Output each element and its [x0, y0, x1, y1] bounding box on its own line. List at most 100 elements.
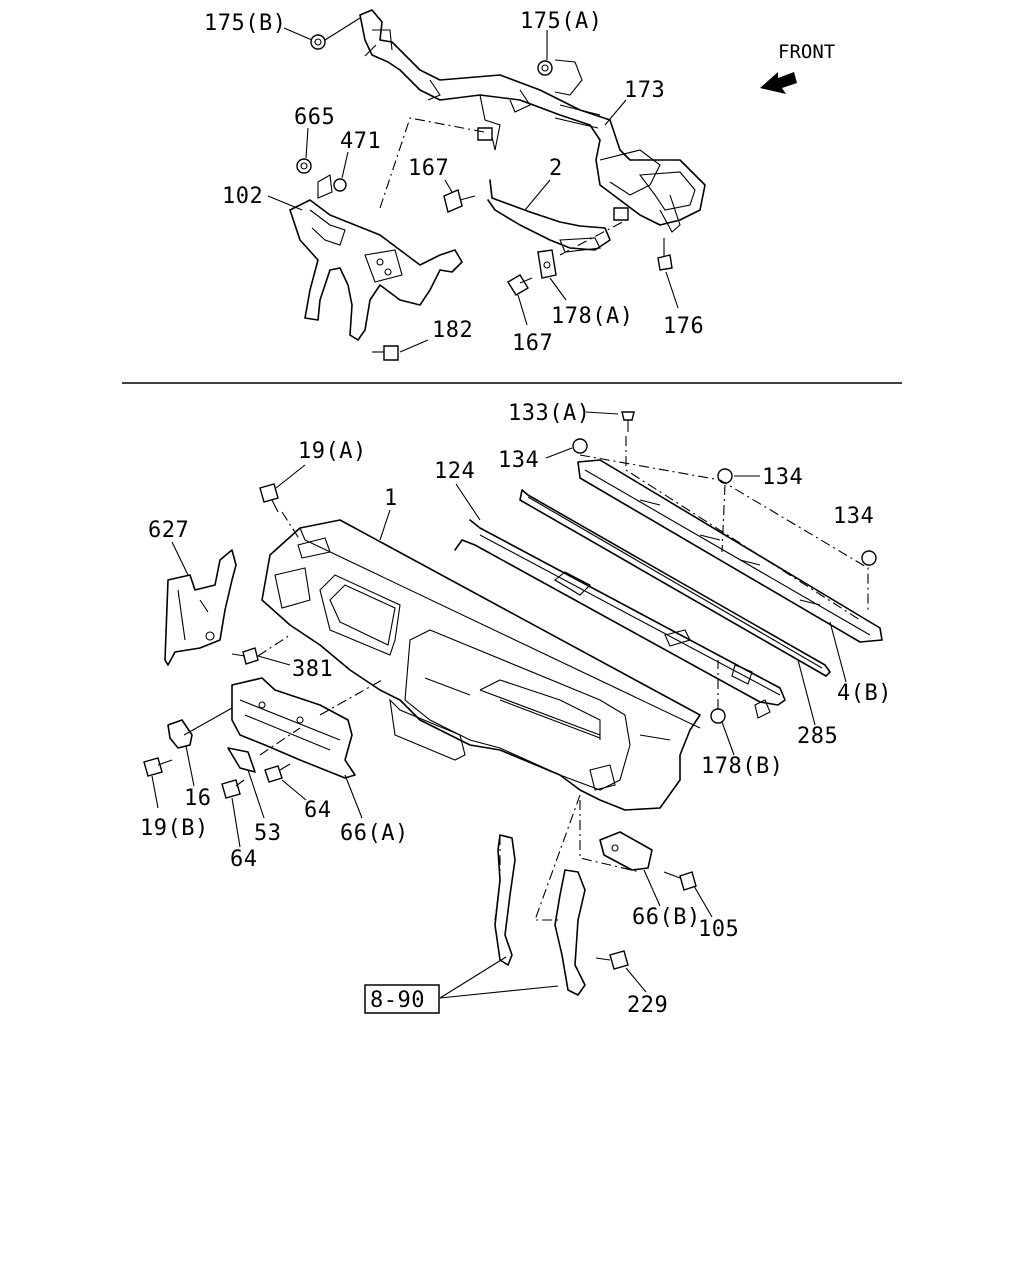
- callout-173: 173: [624, 78, 665, 103]
- lower-bracket-102: [289, 174, 463, 341]
- callout-167-lower: 167: [512, 331, 553, 356]
- garnish-285: [519, 489, 831, 677]
- reference-box: [364, 984, 440, 1014]
- bolt-167-lower: [507, 274, 533, 296]
- callout-471: 471: [340, 129, 381, 154]
- leader-16: [185, 745, 195, 787]
- dash-133a: [625, 436, 861, 621]
- leader-4b: [829, 621, 847, 683]
- stays-8-90: [494, 834, 586, 996]
- callout-182: 182: [432, 318, 473, 343]
- callout-64-left: 64: [230, 847, 258, 872]
- callout-175a: 175(A): [520, 9, 602, 34]
- leader-182: [399, 339, 429, 353]
- right-brace-66b: [599, 831, 653, 871]
- leader-471: [341, 151, 349, 179]
- bolt-upper-right: [613, 207, 629, 221]
- leader-167b: [517, 294, 528, 326]
- bolt-105: [663, 871, 697, 891]
- leader-627: [171, 541, 189, 576]
- callout-2: 2: [549, 156, 563, 181]
- leader-66a: [344, 774, 363, 819]
- bolt-64-left: [221, 779, 245, 799]
- nut-134-mid: [717, 468, 733, 484]
- lower-bracket-66a: [231, 677, 356, 779]
- bracket-2: [487, 179, 611, 253]
- leader-19a: [275, 464, 306, 489]
- dash-stay-left: [494, 835, 501, 921]
- leader-1: [379, 509, 391, 541]
- callout-66a: 66(A): [340, 821, 409, 846]
- steering-support-beam-173: [359, 9, 706, 233]
- callout-178b: 178(B): [701, 754, 783, 779]
- callout-381: 381: [292, 657, 333, 682]
- dash-134: [579, 454, 869, 610]
- callout-134-mid: 134: [762, 465, 803, 490]
- reference-label: 8-90: [370, 988, 425, 1013]
- bolt-176: [657, 238, 673, 271]
- callout-64-right: 64: [304, 798, 332, 823]
- dash-upper-right: [559, 217, 631, 256]
- callout-66b: 66(B): [632, 905, 701, 930]
- callout-134-left: 134: [498, 448, 539, 473]
- dash-stay-right: [534, 794, 581, 921]
- front-arrow-icon: [760, 72, 797, 94]
- defroster-nozzle-124: [454, 519, 786, 719]
- leader-665: [305, 127, 309, 159]
- dash-471: [379, 117, 485, 209]
- dash-19a: [281, 511, 301, 541]
- nut-134-left: [572, 438, 588, 454]
- bolt-19a: [259, 483, 279, 513]
- callout-1: 1: [384, 486, 398, 511]
- defroster-garnish-4b: [577, 459, 883, 643]
- instrument-panel-1: [261, 519, 701, 811]
- leader-19b: [151, 775, 159, 809]
- bolt-229: [595, 950, 629, 970]
- callout-16: 16: [184, 786, 212, 811]
- callout-53: 53: [254, 821, 282, 846]
- bolt-64-right: [264, 763, 291, 783]
- callout-627: 627: [148, 518, 189, 543]
- side-cover-627: [164, 549, 237, 666]
- leader-178b: [721, 721, 735, 756]
- leader-16b: [183, 707, 233, 736]
- callout-665: 665: [294, 105, 335, 130]
- leader-285: [797, 659, 816, 726]
- nut-175a: [537, 60, 553, 76]
- leader-176: [665, 271, 679, 309]
- leader-102: [267, 195, 303, 211]
- dash-134-mid: [721, 484, 726, 553]
- leader-64-right: [281, 779, 307, 801]
- leader-66b: [643, 869, 661, 907]
- callout-229: 229: [627, 993, 668, 1018]
- callout-105: 105: [698, 917, 739, 942]
- leader-105: [693, 885, 713, 918]
- nut-134-right: [861, 550, 877, 566]
- dash-16: [259, 727, 301, 756]
- callout-4b: 4(B): [837, 681, 892, 706]
- bolt-182: [372, 345, 399, 361]
- leader-124: [455, 483, 481, 521]
- leader-2: [524, 179, 551, 211]
- leader-167a: [444, 179, 453, 193]
- screw-133a: [621, 411, 635, 432]
- leader-173: [604, 99, 627, 126]
- leader-134-left: [545, 447, 573, 459]
- callout-285: 285: [797, 724, 838, 749]
- dash-66a: [319, 679, 383, 716]
- washer-178b: [710, 708, 726, 724]
- leader-381: [257, 655, 291, 666]
- callout-178a: 178(A): [551, 304, 633, 329]
- nut-175b: [310, 34, 326, 50]
- leader-ref-1: [439, 956, 507, 999]
- leader-53: [247, 769, 265, 819]
- callout-176: 176: [663, 314, 704, 339]
- screw-381: [231, 647, 259, 665]
- bolt-19b: [143, 757, 173, 777]
- callout-124: 124: [434, 459, 475, 484]
- leader-64-left: [231, 797, 241, 848]
- leader-ref-2: [439, 985, 559, 999]
- callout-175b: 175(B): [204, 11, 286, 36]
- callout-167-upper: 167: [408, 156, 449, 181]
